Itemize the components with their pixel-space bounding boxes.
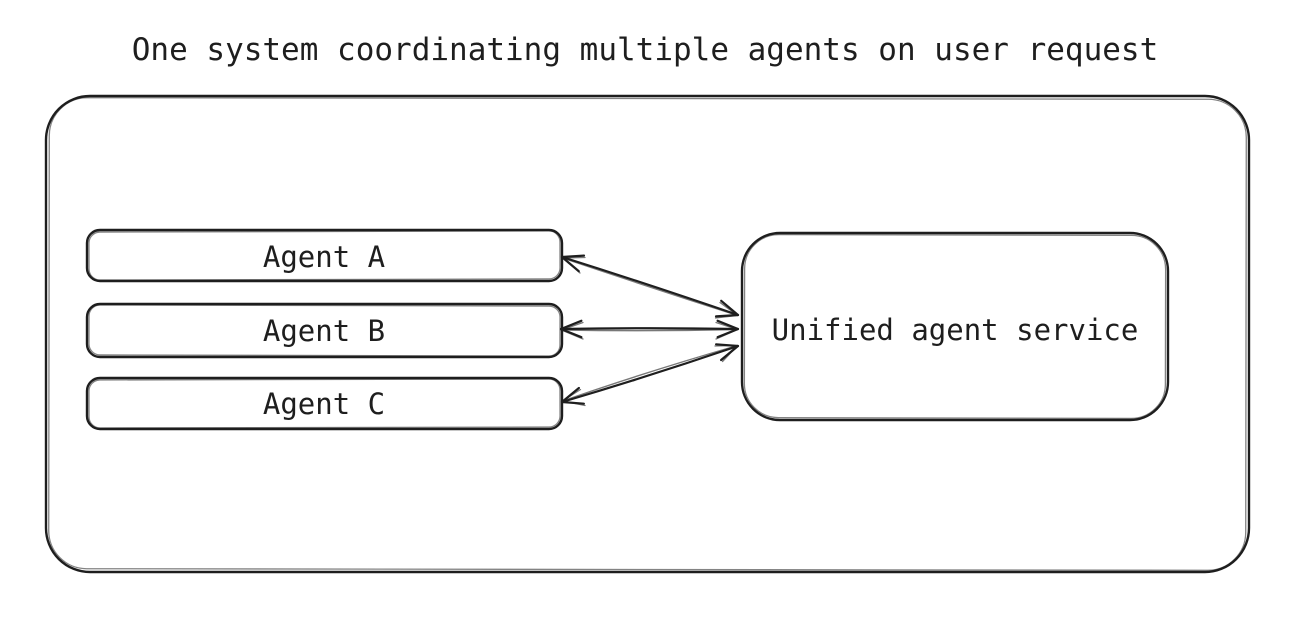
- arrow-agent-a-head-right: [714, 299, 740, 318]
- arrow-agent-c-unified: [560, 343, 740, 407]
- node-unified-service-border: [740, 231, 1170, 422]
- node-agent-c: Agent C: [85, 376, 564, 431]
- arrow-agent-b-head-left-pass2: [560, 321, 584, 340]
- arrow-agent-b-head-right: [716, 319, 740, 339]
- outer-container-border: [44, 94, 1251, 574]
- node-agent-a: Agent A: [85, 228, 564, 283]
- diagram-title: One system coordinating multiple agents …: [132, 32, 1159, 68]
- arrow-agent-b-head-left: [559, 319, 583, 339]
- node-agent-a-border: [85, 228, 564, 283]
- arrow-agent-a-shaft-pass2: [561, 257, 739, 317]
- node-agent-b: Agent B: [85, 302, 564, 359]
- node-agent-a-border-pass2: [88, 230, 561, 281]
- arrow-agent-c-head-right-pass2: [714, 344, 739, 363]
- arrow-agent-b-shaft-pass2: [560, 328, 739, 332]
- arrow-agent-a-head-left-pass2: [561, 256, 586, 274]
- arrow-agent-c-shaft: [560, 344, 740, 404]
- outer-container: [44, 94, 1251, 574]
- arrow-agent-a-shaft: [560, 255, 740, 317]
- arrow-agent-c-head-left-pass2: [561, 388, 586, 407]
- arrow-agent-a-unified: [560, 254, 740, 319]
- node-agent-a-label: Agent A: [263, 240, 385, 274]
- node-unified-service-border-pass2: [743, 233, 1167, 420]
- node-agent-c-border: [85, 376, 564, 431]
- arrow-agent-b-head-right-pass2: [715, 321, 739, 340]
- node-agent-c-border-pass2: [88, 378, 561, 429]
- outer-container-border-pass2: [48, 97, 1247, 571]
- arrow-agent-b-unified: [559, 319, 740, 340]
- arrow-agent-a-head-right-pass2: [714, 301, 739, 319]
- arrow-agent-c-shaft-pass2: [561, 344, 739, 402]
- node-agent-b-label: Agent B: [263, 314, 385, 348]
- node-unified-service: Unified agent service: [740, 231, 1170, 422]
- node-unified-service-label: Unified agent service: [772, 313, 1139, 347]
- arrow-agent-c-head-right: [715, 343, 740, 362]
- arrow-agent-c-head-left: [560, 386, 585, 405]
- arrow-agent-b-shaft: [559, 327, 740, 331]
- node-agent-b-border-pass2: [88, 304, 561, 357]
- node-agent-c-label: Agent C: [263, 387, 385, 421]
